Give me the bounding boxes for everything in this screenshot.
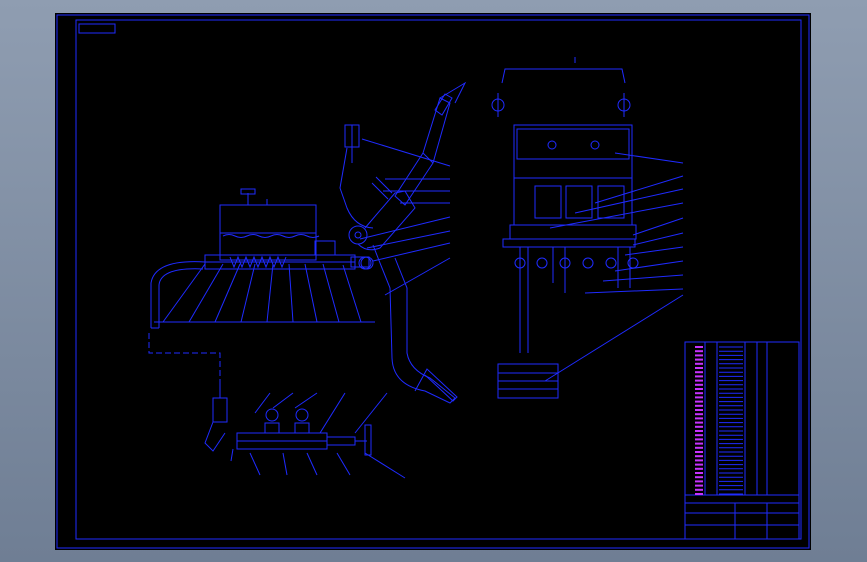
- title-block: [684, 341, 800, 540]
- parts-row-mark: [695, 484, 703, 487]
- parts-row-mark: [695, 383, 703, 386]
- parts-row-mark: [695, 421, 703, 424]
- inner-border: [75, 19, 802, 540]
- parts-row-mark: [695, 467, 703, 470]
- corner-label-box: [78, 23, 116, 34]
- parts-row-mark: [695, 388, 703, 390]
- parts-row-mark: [695, 463, 703, 466]
- parts-row-mark: [695, 451, 703, 453]
- pedal-front-view: [491, 57, 639, 399]
- parts-row-mark: [695, 442, 703, 445]
- parts-row-mark: [695, 446, 703, 449]
- cad-drawing: [56, 14, 810, 549]
- parts-row-mark: [695, 400, 703, 403]
- parts-row-mark: [695, 346, 703, 348]
- parts-row-mark: [695, 409, 703, 411]
- parts-row-mark: [695, 425, 703, 428]
- pedal-leaders: [359, 138, 451, 296]
- master-cylinder: [150, 188, 374, 329]
- parts-row-mark: [695, 362, 703, 365]
- front-view-leaders: [544, 152, 684, 382]
- parts-row-mark: [695, 354, 703, 357]
- parts-row-mark: [695, 392, 703, 395]
- parts-row-mark: [695, 455, 703, 458]
- parts-row-mark: [695, 459, 703, 462]
- parts-row-mark: [695, 367, 703, 369]
- parts-row-mark: [695, 438, 703, 441]
- parts-list-ticks: [719, 346, 743, 495]
- parts-row-mark: [695, 350, 703, 353]
- parts-row-mark: [695, 472, 703, 474]
- parts-row-mark: [695, 358, 703, 361]
- pedal-assembly: [339, 81, 467, 404]
- parts-row-mark: [695, 488, 703, 491]
- parts-row-mark: [695, 493, 703, 495]
- cylinder-leaders: [154, 263, 375, 323]
- cad-viewport[interactable]: [55, 13, 811, 550]
- parts-row-mark: [695, 476, 703, 479]
- parts-row-mark: [695, 379, 703, 382]
- parts-row-mark: [695, 434, 703, 437]
- parts-row-mark: [695, 375, 703, 378]
- outer-border: [56, 14, 810, 549]
- parts-row-mark: [695, 430, 703, 432]
- parts-row-mark: [695, 396, 703, 399]
- hydraulic-line: [148, 333, 221, 385]
- slave-cylinder-detail: [204, 385, 406, 479]
- parts-row-mark: [695, 371, 703, 374]
- parts-list-rows: [695, 346, 703, 495]
- parts-row-mark: [695, 413, 703, 416]
- parts-row-mark: [695, 404, 703, 407]
- parts-row-mark: [695, 417, 703, 420]
- parts-row-mark: [695, 480, 703, 483]
